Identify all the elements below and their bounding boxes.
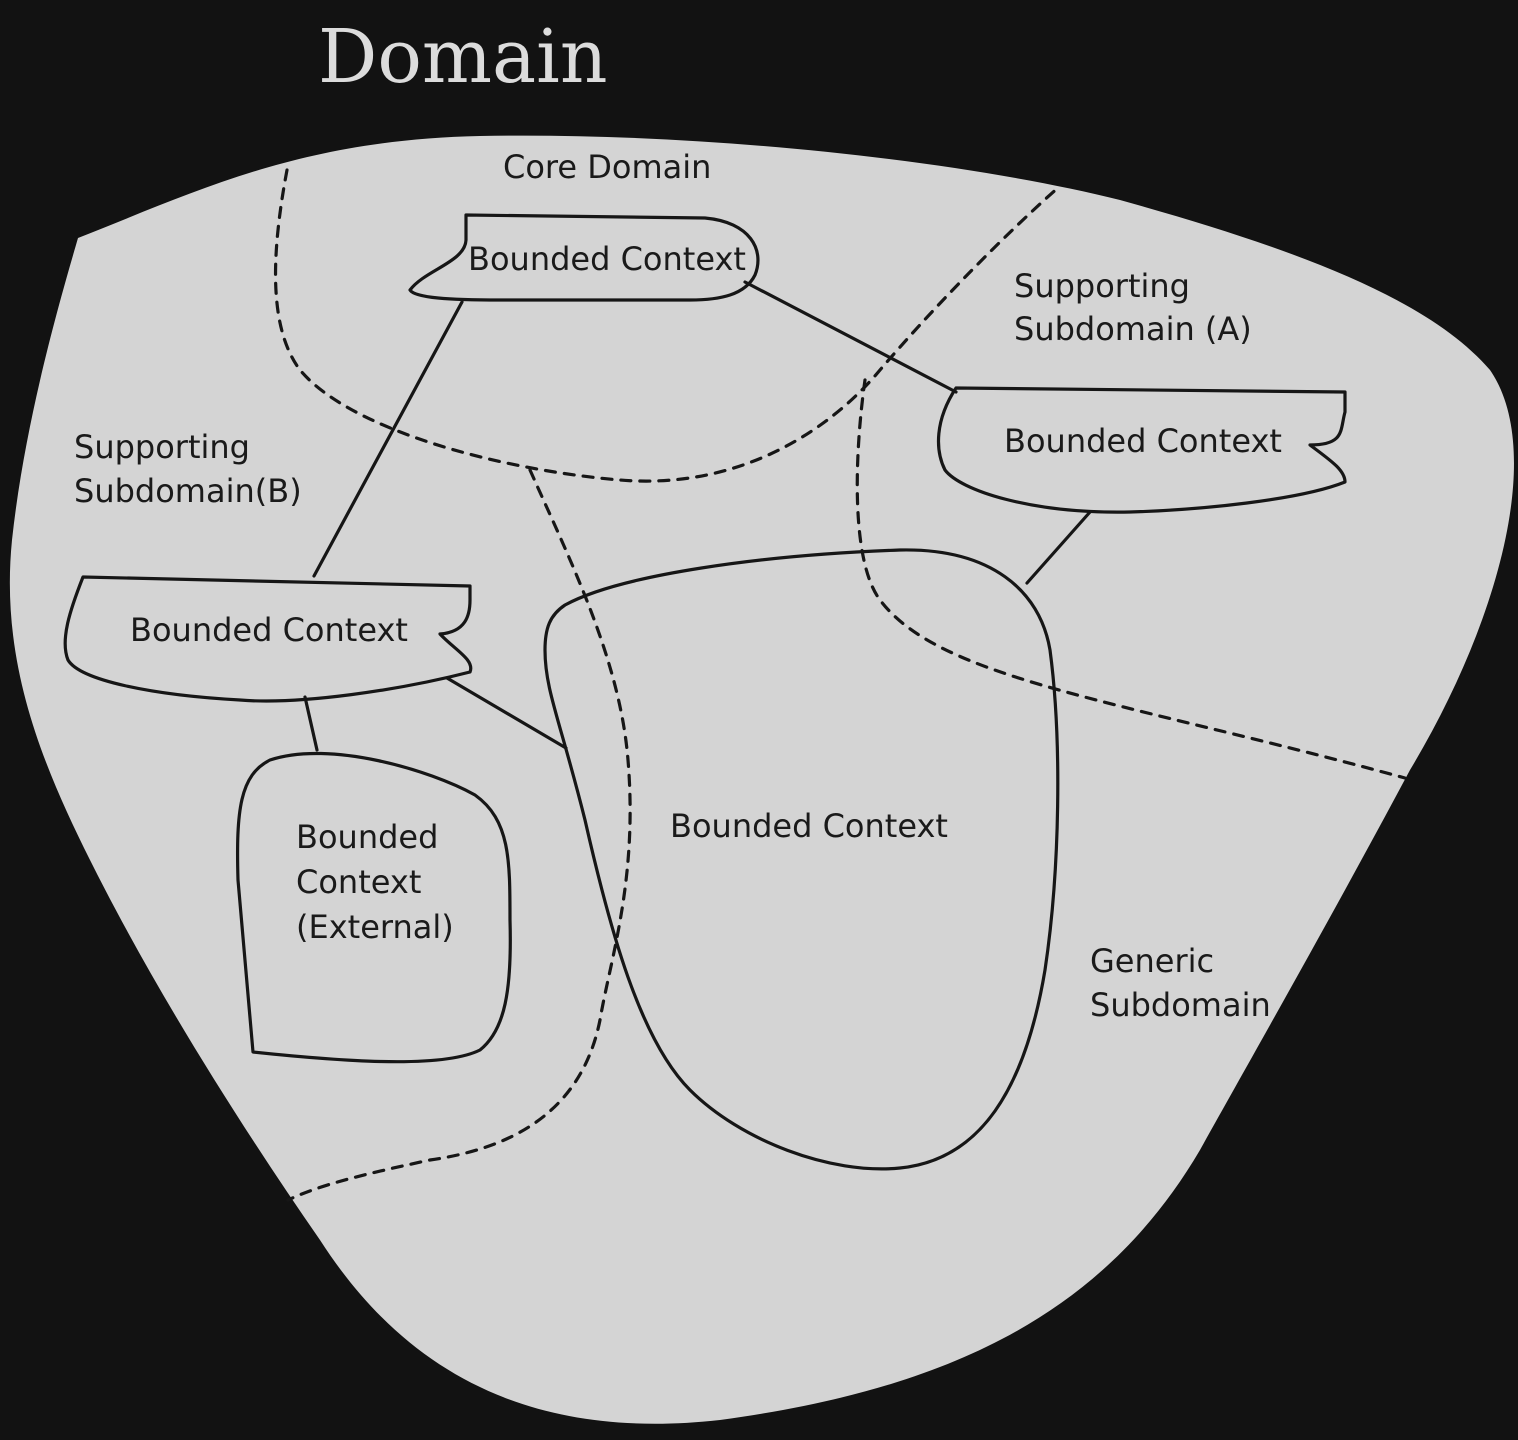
bounded-context-supporting-b-shape [63, 575, 473, 703]
bounded-context-supporting-a-shape [936, 386, 1347, 514]
bounded-context-external-shape [235, 751, 512, 1064]
connector-supporting-b-to-external [303, 695, 319, 752]
supporting-b-boundary [286, 468, 632, 1202]
diagram-title: Domain [318, 14, 608, 100]
connector-supporting-b-to-large [445, 676, 568, 750]
bounded-context-large-shape [543, 548, 1060, 1171]
generic-boundary-right [855, 378, 1407, 780]
supporting-subdomain-b-label: Supporting Subdomain(B) [74, 428, 302, 510]
connector-core-to-supporting-b [312, 300, 464, 578]
bounded-context-external-label: Bounded Context (External) [296, 818, 454, 946]
bounded-context-large-label: Bounded Context [670, 807, 948, 845]
bounded-context-supporting-a-label: Bounded Context [1004, 422, 1282, 460]
core-domain-label: Core Domain [503, 148, 711, 186]
bounded-context-core-shape [408, 213, 760, 302]
supporting-subdomain-a-label: Supporting Subdomain (A) [1014, 267, 1252, 348]
core-boundary-left [273, 168, 1062, 483]
domain-area [9, 135, 1514, 1424]
generic-subdomain-label: Generic Subdomain [1090, 942, 1271, 1024]
connector-supporting-a-to-large [1025, 510, 1092, 585]
bounded-context-core-label: Bounded Context [468, 240, 746, 278]
bounded-context-supporting-b-label: Bounded Context [130, 611, 408, 649]
connector-core-to-supporting-a [743, 280, 958, 394]
